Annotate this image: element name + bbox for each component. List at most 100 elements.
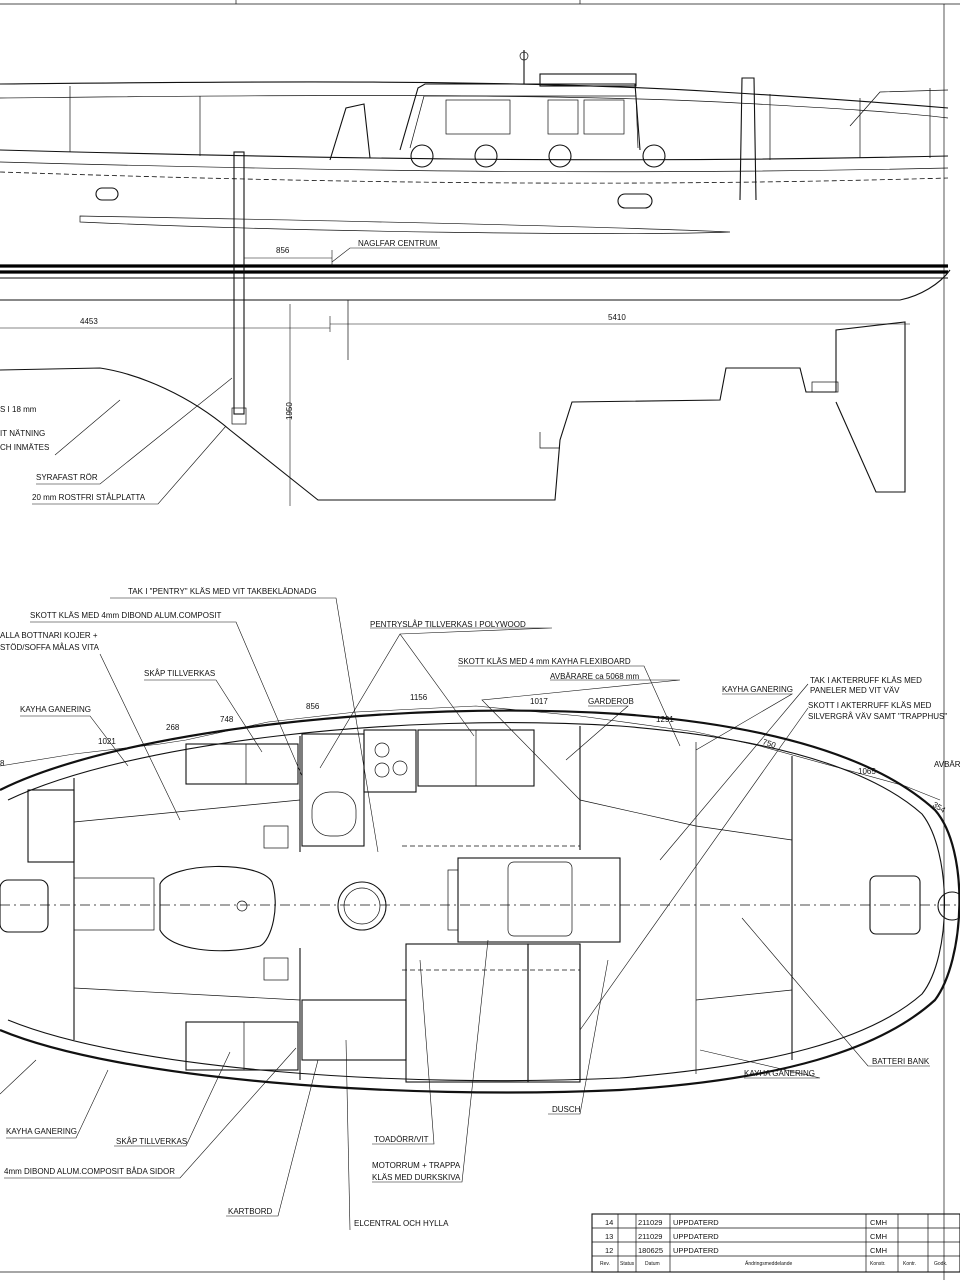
leader-skott-kayha xyxy=(458,665,681,747)
dim-1065: 1065 xyxy=(858,767,876,776)
leader-kayha-left-bottom xyxy=(6,1069,109,1139)
aft-mast-post xyxy=(739,77,757,201)
pentryslap-label: PENTRYSLÅP TILLVERKAS I POLYWOOD xyxy=(370,620,526,629)
leader-skott-akter xyxy=(579,707,809,1031)
garderob-label: GARDEROB xyxy=(588,697,634,706)
dibond-bottom-label: 4mm DIBOND ALUM.COMPOSIT BÅDA SIDOR xyxy=(4,1167,175,1176)
hatch xyxy=(539,73,637,87)
mast-step xyxy=(337,881,387,931)
saloon-table xyxy=(159,865,276,952)
tb-date: 211029 xyxy=(638,1218,662,1227)
tb-by: CMH xyxy=(870,1246,887,1255)
engine-box xyxy=(457,857,621,943)
engine-box-edge xyxy=(447,869,459,931)
plan-view: 8 1021 268 748 856 1156 1017 1291 750 10… xyxy=(0,587,960,1231)
berth-line xyxy=(73,987,301,1001)
tb-text: UPPDATERD xyxy=(673,1218,719,1227)
leader-toadorr xyxy=(372,959,435,1145)
shaft-fitting xyxy=(231,407,247,425)
cabinet-lower xyxy=(185,1021,299,1071)
dim-1017: 1017 xyxy=(530,697,548,706)
avbarare-2-label: AVBÄR xyxy=(934,760,960,769)
kayha-left-bottom-label: KAYHA GANERING xyxy=(6,1127,77,1136)
profile-leader xyxy=(54,399,121,456)
waterline-aft xyxy=(0,269,951,301)
leader-kayha-right-bottom xyxy=(699,1049,821,1079)
dim-1156: 1156 xyxy=(410,693,428,702)
tb-header-kontr: Kontr. xyxy=(903,1261,916,1267)
leader-dusch xyxy=(548,959,609,1115)
tb-by: CMH xyxy=(870,1218,887,1227)
tb-header-godk: Godk. xyxy=(934,1261,947,1267)
leader-motorrum xyxy=(372,939,489,1183)
hull-plan-inner xyxy=(7,722,945,1082)
anchor-hatch xyxy=(0,879,49,933)
alla-bottnari-label-1: ALLA BOTTNARI KOJER + xyxy=(0,631,98,640)
skott-kayha-label: SKOTT KLÄS MED 4 mm KAYHA FLEXIBOARD xyxy=(458,657,631,666)
tb-text: UPPDATERD xyxy=(673,1246,719,1255)
dim-8: 8 xyxy=(0,759,5,768)
leader-garderob xyxy=(565,705,629,761)
dusch-label: DUSCH xyxy=(552,1105,581,1114)
dim-4453: 4453 xyxy=(80,317,98,326)
hull-port xyxy=(95,187,119,201)
rudder-post xyxy=(937,891,960,921)
burner xyxy=(374,762,390,778)
dim-5410: 5410 xyxy=(608,313,626,322)
tb-rev: 12 xyxy=(605,1246,613,1255)
stove xyxy=(363,729,417,793)
syrafast-label: SYRAFAST RÖR xyxy=(36,473,98,482)
tak-akter-label-2: PANELER MED VIT VÄV xyxy=(810,686,900,695)
forepeak-locker xyxy=(27,789,75,863)
keel-step xyxy=(539,432,560,449)
elcentral-label: ELCENTRAL OCH HYLLA xyxy=(354,1219,449,1228)
berth-insert xyxy=(73,877,155,931)
skott-dibond-label: SKOTT KLÄS MED 4mm DIBOND ALUM.COMPOSIT xyxy=(30,611,222,620)
shaft-tube xyxy=(233,151,245,415)
leader-skap-bottom xyxy=(114,1051,231,1147)
step xyxy=(263,957,289,981)
syrafast-leader xyxy=(36,377,233,485)
motorrum-label-1: MOTORRUM + TRAPPA xyxy=(372,1161,461,1170)
title-block: 14 211029 UPPDATERD CMH 13 211029 UPPDAT… xyxy=(591,1213,960,1273)
dim-856-profile: 856 xyxy=(276,246,290,255)
tb-header-rev: Rev. xyxy=(600,1261,610,1267)
sheer-line xyxy=(0,81,949,109)
cove-line xyxy=(0,171,949,184)
skap-bottom-label: SKÅP TILLVERKAS xyxy=(116,1137,187,1146)
motorrum-label-2: KLÄS MED DURKSKIVA xyxy=(372,1173,461,1182)
kayha-right-bottom-label: KAYHA GANERING xyxy=(744,1069,815,1078)
profile-note-partial-1: S I 18 mm xyxy=(0,405,37,414)
burner xyxy=(392,760,408,776)
aft-berth-line xyxy=(695,825,793,841)
tb-header-andring: Ändringsmeddelande xyxy=(745,1260,792,1267)
naglfar-label: NAGLFAR CENTRUM xyxy=(358,239,438,248)
dim-748: 748 xyxy=(220,715,234,724)
naglfar-leader xyxy=(331,247,440,263)
dim-1291: 1291 xyxy=(656,715,674,724)
galley-sink xyxy=(311,791,357,837)
rostfri-label: 20 mm ROSTFRI STÅLPLATTA xyxy=(32,493,146,502)
profile-note-partial-2: IT NÄTNING xyxy=(0,429,45,438)
dim-856-plan: 856 xyxy=(306,702,320,711)
step xyxy=(263,825,289,849)
alla-bottnari-label-2: STÖD/SOFFA MÅLAS VITA xyxy=(0,643,100,652)
leader-skap-top xyxy=(144,679,263,753)
deckhouse-inner xyxy=(409,95,639,149)
window xyxy=(547,99,579,135)
hull-plan-outer xyxy=(0,709,960,1094)
leader-batteri xyxy=(741,917,930,1067)
dim-354: 354 xyxy=(931,800,948,815)
profile-note-partial-3: CH INMÄTES xyxy=(0,443,49,452)
leader-avbarare xyxy=(481,679,681,801)
dim-268: 268 xyxy=(166,723,180,732)
table-leg xyxy=(236,900,248,912)
leader-kartbord xyxy=(226,1059,319,1217)
hull-port xyxy=(617,193,653,209)
companionway xyxy=(507,861,573,937)
porthole xyxy=(548,144,572,168)
rail-line xyxy=(0,95,949,119)
tb-by: CMH xyxy=(870,1232,887,1241)
leader-pentryslap xyxy=(319,627,553,769)
skap-top-label: SKÅP TILLVERKAS xyxy=(144,669,215,678)
